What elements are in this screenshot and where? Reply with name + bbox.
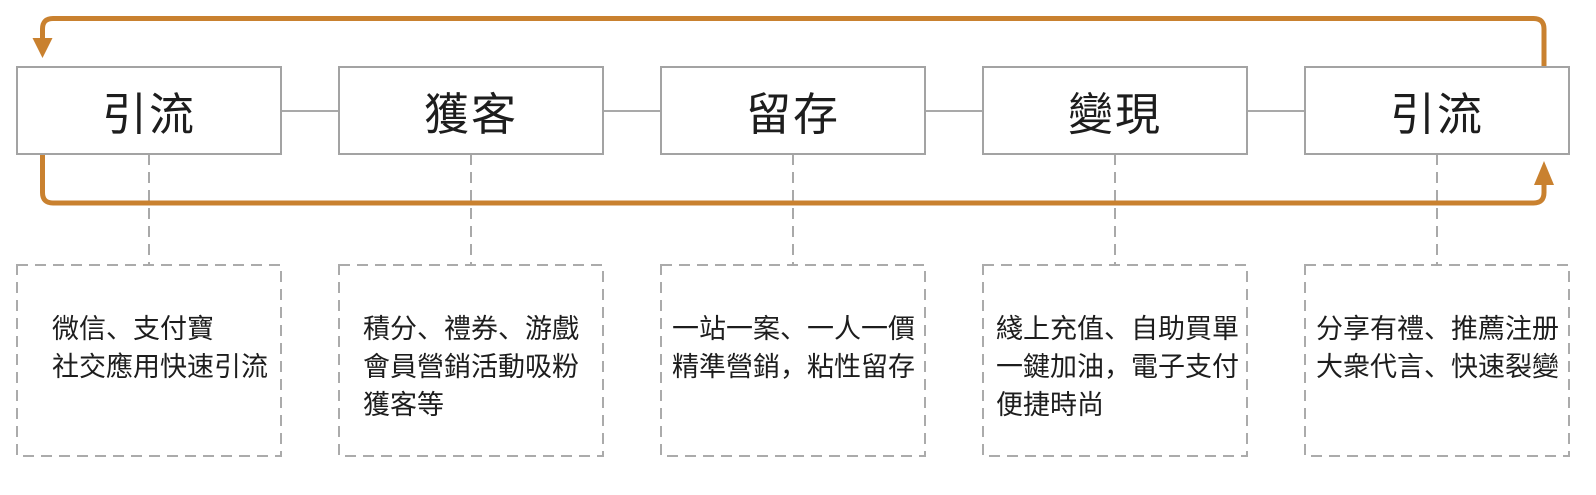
stage-label: 留存 [745,89,840,140]
stage-label: 引流 [1389,89,1484,140]
stage-description: 一站一案、一人一價 精準營銷，粘性留存 [672,314,915,382]
stage-description-border [1304,264,1570,457]
stage-description-border [660,264,926,457]
stage-box-huoke: 獲客 [338,66,604,155]
stage-description: 綫上充值、自助買單 一鍵加油，電子支付 便捷時尚 [996,314,1239,420]
stage-description: 微信、支付寶 社交應用快速引流 [52,314,268,382]
stage-box-yinliu-2: 引流 [1304,66,1570,155]
stage-box-bianxian: 變現 [982,66,1248,155]
stage-column-3: 留存 一站一案、一人一價 精準營銷，粘性留存 [660,0,926,495]
stage-column-5: 引流 分享有禮、推薦注册 大衆代言、快速裂變 [1304,0,1570,495]
loop-bottom-path [40,154,1547,206]
stage-column-1: 引流 微信、支付寶 社交應用快速引流 [16,0,282,495]
stage-box-yinliu-1: 引流 [16,66,282,155]
stage-column-4: 變現 綫上充值、自助買單 一鍵加油，電子支付 便捷時尚 [982,0,1248,495]
loop-top-path [40,16,1547,67]
stage-label: 變現 [1067,89,1162,140]
loop-arrow-down-icon [32,38,53,58]
loop-arrow-up-icon [1534,161,1554,185]
stage-label: 引流 [101,89,196,140]
stage-box-liucun: 留存 [660,66,926,155]
stage-column-2: 獲客 積分、禮券、游戲 會員營銷活動吸粉 獲客等 [338,0,604,495]
stage-description-border [338,264,604,457]
stage-label: 獲客 [423,89,518,140]
stage-description: 積分、禮券、游戲 會員營銷活動吸粉 獲客等 [363,314,579,420]
stage-description-border [16,264,282,457]
stage-description: 分享有禮、推薦注册 大衆代言、快速裂變 [1316,314,1559,382]
stage-description-border [982,264,1248,457]
